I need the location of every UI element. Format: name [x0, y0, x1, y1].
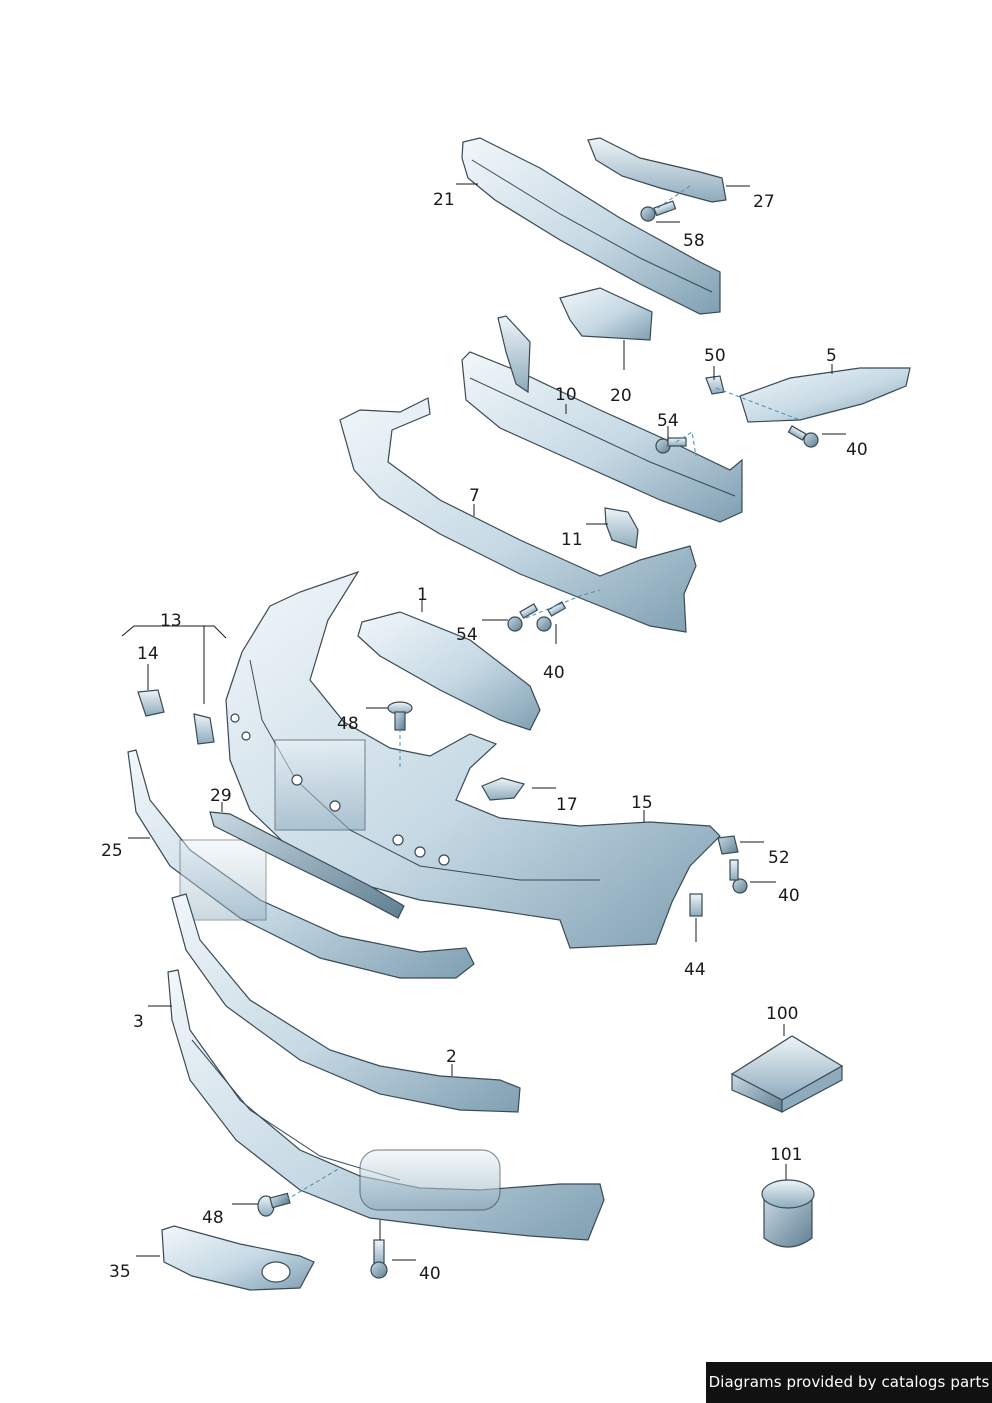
part-40-screw-side — [729, 859, 748, 894]
callout-11: 11 — [561, 530, 583, 550]
part-17-cap — [481, 777, 525, 801]
callout-52: 52 — [768, 848, 790, 868]
part-35-fog-grille — [161, 1225, 315, 1291]
part-29-strip — [209, 811, 405, 919]
assembly-leaders — [285, 185, 801, 1201]
part-44-plug — [689, 893, 703, 917]
callout-14: 14 — [137, 644, 159, 664]
part-52-clip — [717, 835, 739, 855]
callout-58: 58 — [683, 231, 705, 251]
part-3-lower-grille — [167, 969, 605, 1241]
callout-50: 50 — [704, 346, 726, 366]
part-25-spoiler — [127, 749, 475, 979]
part-100-box — [730, 1035, 844, 1113]
callout-leaders — [121, 183, 846, 1261]
callout-7: 7 — [469, 486, 480, 506]
callout-1: 1 — [417, 585, 428, 605]
part-1-trim-strip — [357, 611, 541, 731]
part-27-bracket — [587, 137, 727, 203]
part-58-bolt — [640, 200, 677, 222]
callout-15: 15 — [631, 793, 653, 813]
part-10-reinforcement — [461, 315, 743, 523]
callout-44: 44 — [684, 960, 706, 980]
callout-40-mid: 40 — [543, 663, 565, 683]
part-15-bumper-cover — [225, 570, 721, 949]
part-13-clip — [193, 713, 215, 745]
part-21-absorber — [461, 137, 721, 315]
callout-21: 21 — [433, 190, 455, 210]
part-7-carrier — [339, 397, 697, 633]
callout-10: 10 — [555, 385, 577, 405]
part-11-bracket — [604, 507, 639, 549]
callout-48-upper: 48 — [337, 714, 359, 734]
callout-40-upper: 40 — [846, 440, 868, 460]
callout-40-side: 40 — [778, 886, 800, 906]
credit-banner: Diagrams provided by catalogs parts — [706, 1362, 992, 1403]
callout-13: 13 — [160, 611, 182, 631]
callout-3: 3 — [133, 1012, 144, 1032]
part-14-clip — [137, 689, 165, 717]
callout-2: 2 — [446, 1047, 457, 1067]
callout-101: 101 — [770, 1145, 802, 1165]
callout-54-mid: 54 — [456, 625, 478, 645]
callout-5: 5 — [826, 346, 837, 366]
part-40-screw-lower — [370, 1239, 388, 1279]
callout-20: 20 — [610, 386, 632, 406]
part-50-clip — [705, 375, 725, 395]
callout-29: 29 — [210, 786, 232, 806]
callout-17: 17 — [556, 795, 578, 815]
part-20-foam-block — [559, 287, 653, 341]
part-101-cap — [761, 1179, 815, 1248]
part-5-side-bracket — [739, 367, 911, 423]
part-54-bolt-mid — [507, 603, 539, 632]
callout-labels: 21 27 58 20 50 5 10 54 40 7 11 1 54 40 1… — [101, 190, 868, 1284]
part-48-rivet-upper — [387, 701, 413, 731]
callout-40-lower: 40 — [419, 1264, 441, 1284]
part-40-screw-upper — [787, 425, 819, 448]
callout-27: 27 — [753, 192, 775, 212]
callout-54-upper: 54 — [657, 411, 679, 431]
callout-100: 100 — [766, 1004, 798, 1024]
callout-48-lower: 48 — [202, 1208, 224, 1228]
callout-35: 35 — [109, 1262, 131, 1282]
part-2-lower-strip — [171, 893, 521, 1113]
callout-25: 25 — [101, 841, 123, 861]
part-54-bolt-upper — [655, 437, 687, 454]
part-48-rivet-lower — [257, 1192, 291, 1217]
part-40-screw-mid — [536, 601, 567, 632]
